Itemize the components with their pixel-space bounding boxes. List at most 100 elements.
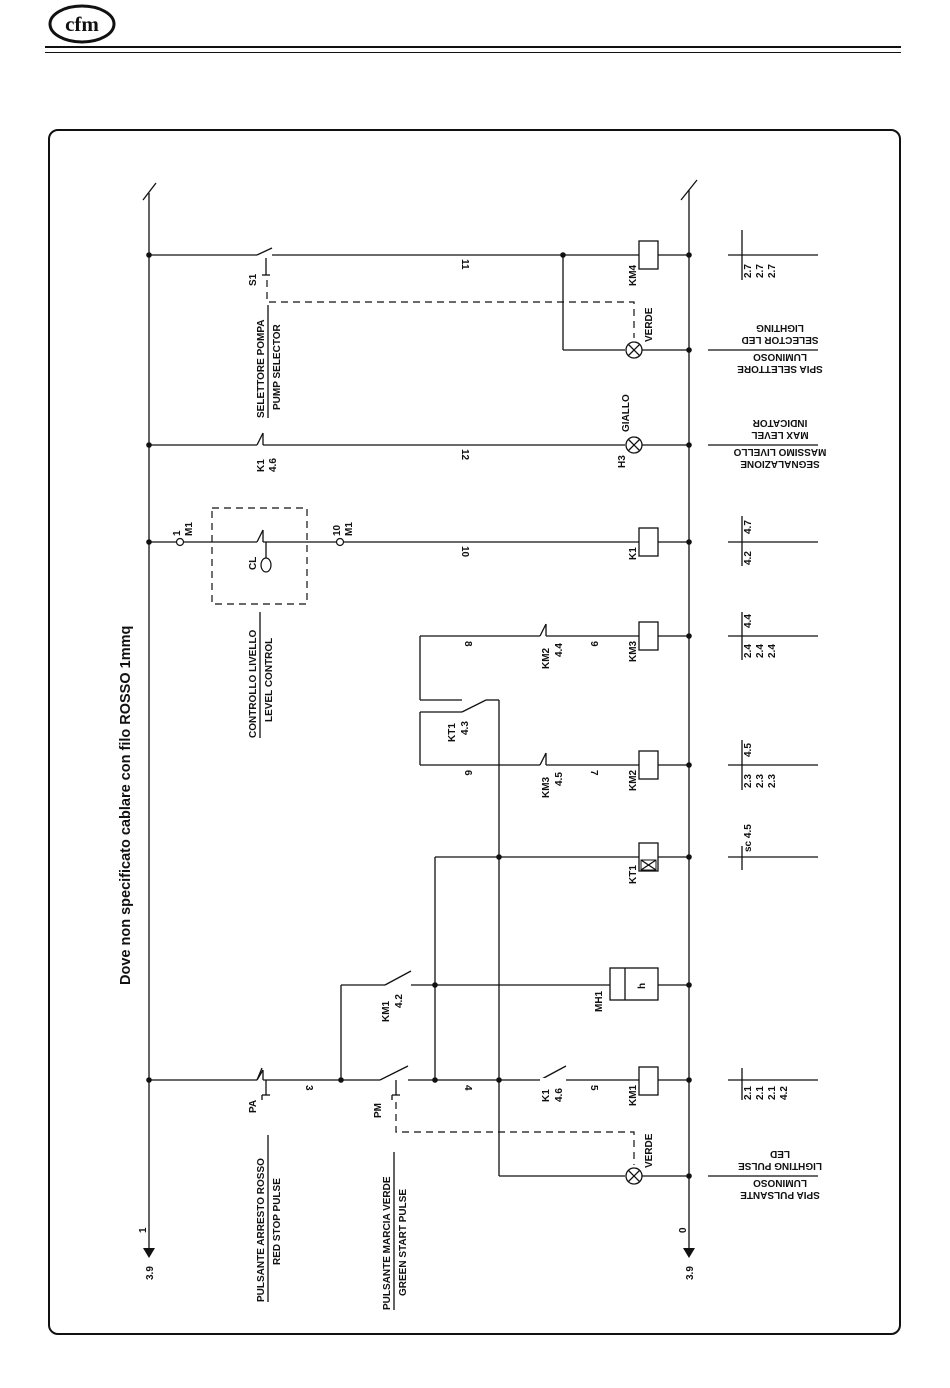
ref-km4-1: 2.7 [743,264,754,278]
wire-3: 3 [303,1085,314,1091]
caption-sel-en: PUMP SELECTOR [272,323,283,410]
ref-km3-3: 2.4 [767,644,778,658]
drawing-frame [48,129,901,1335]
ref-km1-1: 2.1 [743,1086,754,1100]
label-km3-contact-ref: 4.5 [554,772,565,786]
sel-caption: SELETTORE POMPA PUMP SELECTOR [256,305,283,418]
wire-8: 8 [462,641,473,647]
right-rail-arrow [683,1248,695,1258]
coil-km1 [638,1066,659,1096]
left-rail-ref: 3.9 [145,1266,156,1280]
rung-start-stop [149,1065,689,1100]
label-lamp-h3: H3 [617,455,628,468]
header-rule [45,46,901,48]
label-km2-contact-ref: 4.4 [554,643,565,657]
caption-pa-en: RED STOP PULSE [272,1178,283,1265]
label-coil-k1: K1 [628,547,639,560]
wire-6: 6 [462,770,473,776]
ref-km2-3: 2.3 [767,774,778,788]
ref-km2-b: 4.5 [743,743,754,757]
header-rule-thin [45,52,901,53]
label-pm: PM [373,1103,384,1118]
ref-k1-a: 4.2 [743,551,754,565]
ref-kt1: sc 4.5 [743,824,754,852]
wire-12: 12 [459,449,470,461]
label-m1-a-num: 1 [172,530,183,536]
label-s1: S1 [248,273,259,286]
label-k1-contact-b-ref: 4.6 [268,458,279,472]
coil-km3 [638,621,659,651]
ref-km3-1: 2.4 [743,644,754,658]
label-m1-a: M1 [184,522,195,536]
ref-km4-2: 2.7 [755,264,766,278]
legend-spia-selettore-3: SELECTOR LED [741,334,818,345]
legend-spia-pulsante: SPIA PULSANTE LUMINOSO LIGHTING PULSE LE… [738,1148,822,1200]
left-rail-arrow [143,1248,155,1258]
wire-4: 4 [462,1085,473,1091]
ref-km2-1: 2.3 [743,774,754,788]
right-rail: 0 3.9 [678,179,698,1280]
ref-km3-2: 2.4 [755,644,766,658]
coil-k1 [638,527,659,557]
ref-km1-4: 4.2 [779,1086,790,1100]
coil-km4 [638,240,659,270]
label-coil-km4: KM4 [628,264,639,286]
caption-cl-en: LEVEL CONTROL [264,638,275,722]
legend-segnalazione-1: SEGNALAZIONE [740,458,820,469]
label-km2-contact: KM2 [541,647,552,669]
caption-sel-it: SELETTORE POMPA [256,319,267,418]
label-coil-km2: KM2 [628,769,639,791]
caption-pm-it: PULSANTE MARCIA VERDE [382,1176,393,1310]
wire-7: 7 [588,770,599,776]
label-k1-contact-b: K1 [256,459,267,472]
ref-km1-2: 2.1 [755,1086,766,1100]
label-cl: CL [248,557,259,570]
label-coil-mh1: MH1 [594,990,605,1012]
label-kt1-contact-ref: 4.3 [460,721,471,735]
ref-km2-2: 2.3 [755,774,766,788]
label-pa: PA [248,1100,259,1113]
wire-numbers: 3 4 5 6 7 8 9 10 11 12 [303,259,599,1091]
rung-kt1 [435,842,689,872]
rung-level-control [149,507,689,605]
label-km3-contact: KM3 [541,776,552,798]
right-rail-number: 0 [678,1227,689,1233]
coil-kt1 [638,842,659,872]
cfm-logo: cfm [48,4,116,44]
right-rail-ref: 3.9 [685,1266,696,1280]
wire-10: 10 [459,546,470,558]
legend-segnalazione-3: MAX LEVEL [751,429,808,440]
component-labels: PA PM KM1 4.2 K1 4.6 KM3 4.5 KM2 4.4 KT1… [172,264,655,1168]
label-k1-contact-a: K1 [541,1089,552,1102]
label-lamp-verde-top: VERDE [644,307,655,342]
label-coil-kt1: KT1 [628,865,639,884]
cl-caption: CONTROLLO LIVELLO LEVEL CONTROL [248,612,275,738]
rung-km2-km3 [419,621,689,1080]
caption-pm-en: GREEN START PULSE [398,1189,409,1296]
label-lamp-verde-bottom: VERDE [644,1133,655,1168]
ref-km1-3: 2.1 [767,1086,778,1100]
label-kt1-contact: KT1 [447,723,458,742]
contact-refs [708,230,818,1177]
wire-9: 9 [588,641,599,647]
legend-spia-selettore-2: LUMINOSO [753,351,807,362]
ref-km3-b: 4.4 [743,614,754,628]
logo-text: cfm [65,12,99,36]
label-k1-contact-a-ref: 4.6 [554,1088,565,1102]
legend-spia-pulsante-3: LIGHTING PULSE [738,1160,822,1171]
label-coil-km3: KM3 [628,640,639,662]
pa-caption: PULSANTE ARRESTO ROSSO RED STOP PULSE [256,1135,283,1302]
coil-km2 [638,750,659,780]
legend-segnalazione-4: INDICATOR [752,417,807,428]
coil-mh1 [609,967,659,1001]
ref-labels: 2.1 2.1 2.1 4.2 sc 4.5 2.3 2.3 2.3 4.5 2… [743,264,790,1100]
legend-spia-pulsante-1: SPIA PULSANTE [740,1189,820,1200]
label-m1-b: M1 [344,522,355,536]
legend-spia-pulsante-2: LUMINOSO [753,1177,807,1188]
legend-spia-pulsante-4: LED [770,1148,790,1159]
legend-segnalazione: SEGNALAZIONE MASSIMO LIVELLO MAX LEVEL I… [733,417,826,469]
caption-cl-it: CONTROLLO LIVELLO [248,629,259,738]
label-km1-contact-ref: 4.2 [394,994,405,1008]
caption-pa-it: PULSANTE ARRESTO ROSSO [256,1158,267,1302]
